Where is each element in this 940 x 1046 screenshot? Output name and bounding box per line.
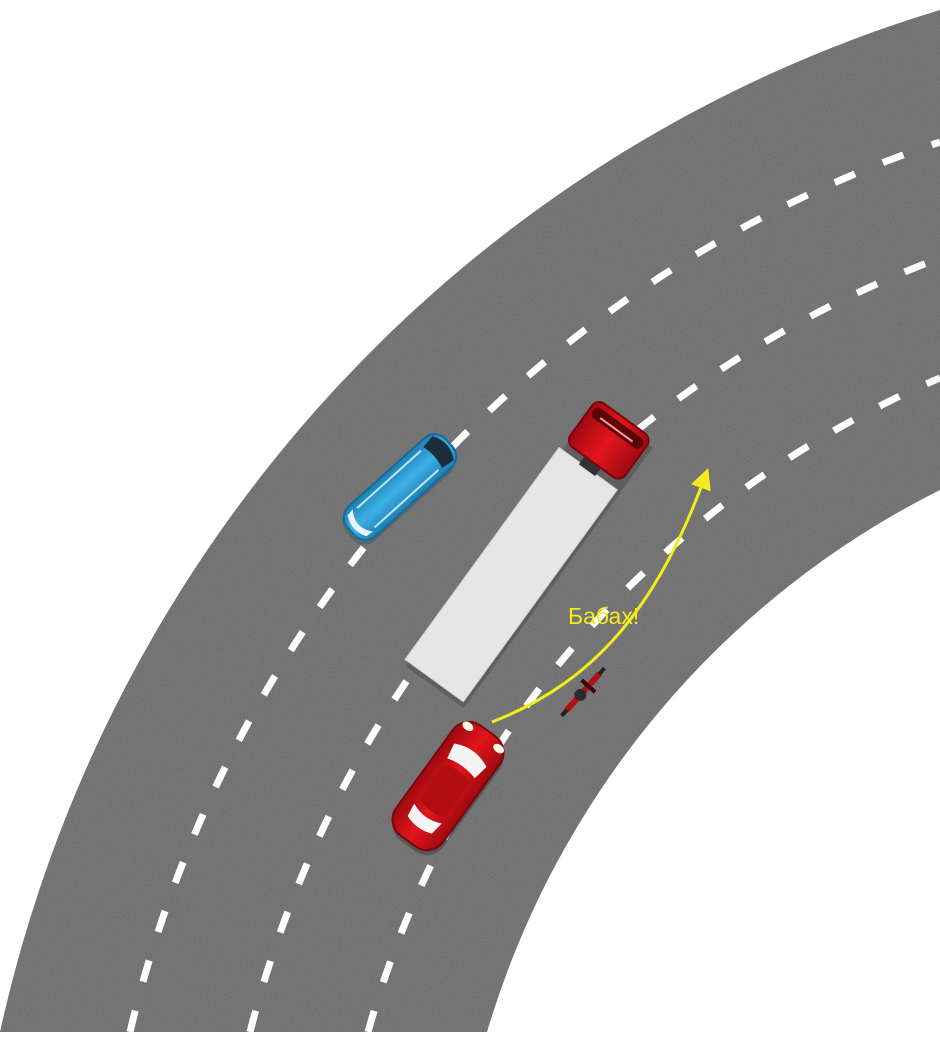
- curved-road: [0, 10, 940, 1032]
- crash-label: Бабах!: [568, 603, 639, 629]
